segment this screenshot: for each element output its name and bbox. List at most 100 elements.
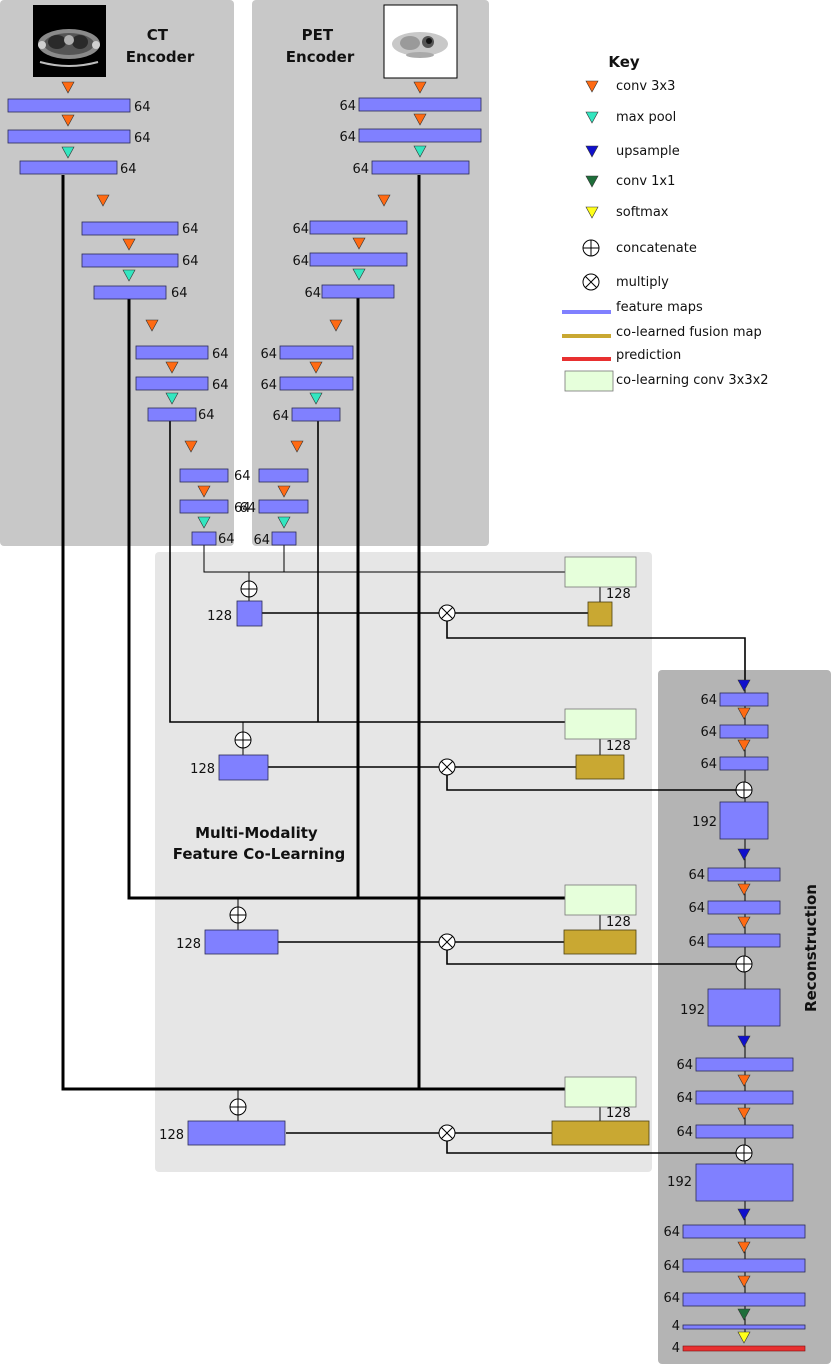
- ct-image: [33, 5, 106, 77]
- pet-pool-icon: [277, 516, 291, 529]
- decoder-channel-label-2: 64: [700, 757, 717, 772]
- decoder-conv-icon: [737, 916, 751, 929]
- key-colearn-box: [564, 370, 614, 392]
- decoder-conv-icon: [737, 1241, 751, 1254]
- reconstruction-title: Reconstruction: [802, 884, 820, 1012]
- pet-channel-label-0: 64: [339, 99, 356, 114]
- concatenate-icon: [229, 1098, 247, 1116]
- decoder-feature-map-2: [719, 756, 769, 771]
- pet-conv-icon: [277, 485, 291, 498]
- decoder-feature-map-12: [682, 1224, 806, 1239]
- ct-encoder-title: CT Encoder: [126, 26, 195, 66]
- pet-feature-map-9: [258, 468, 309, 483]
- pet-encoder-title: PET Encoder: [286, 26, 355, 66]
- fusion-channel-label-2: 128: [606, 915, 631, 930]
- colearning-title: Multi-Modality Feature Co-Learning: [173, 824, 346, 863]
- pet-feature-map-0: [358, 97, 482, 112]
- key-feature-line: [562, 310, 611, 314]
- fused-channel-label-2: 128: [176, 937, 201, 952]
- pet-conv-icon: [413, 113, 427, 126]
- fused-channel-label-3: 128: [159, 1128, 184, 1143]
- key-label: multiply: [616, 275, 669, 290]
- pet-pool-icon: [309, 392, 323, 405]
- decoder-feature-map-10: [695, 1124, 794, 1139]
- decoder-conv-icon: [737, 1107, 751, 1120]
- ct-channel-label-5: 64: [171, 286, 188, 301]
- multiply-b: [585, 276, 597, 288]
- ct-feature-map-11: [191, 531, 217, 546]
- decoder-channel-label-9: 64: [676, 1091, 693, 1106]
- ct-encoder-panel: [0, 0, 234, 546]
- key-label: prediction: [616, 348, 681, 363]
- concatenate-icon: [735, 955, 753, 973]
- key-green-triangle-icon: [585, 175, 599, 188]
- key-yellow-triangle-icon: [585, 206, 599, 219]
- key-label: conv 3x3: [616, 79, 675, 94]
- pet-feature-map-11: [271, 531, 297, 546]
- pet-channel-label-3: 64: [292, 222, 309, 237]
- fused-feature-map-3: [187, 1120, 286, 1146]
- colearning-title-line1: Multi-Modality: [195, 824, 318, 842]
- ct-encoder-title-line1: CT: [147, 26, 169, 44]
- decoder-channel-label-5: 64: [688, 901, 705, 916]
- fused-feature-map-2: [204, 929, 279, 955]
- decoder-feature-map-8: [695, 1057, 794, 1072]
- fusion-map-1: [575, 754, 625, 780]
- fusion-map-0: [587, 601, 613, 627]
- upsample-icon: [737, 1208, 751, 1221]
- ct-conv-icon: [145, 319, 159, 332]
- ct-conv-icon: [184, 440, 198, 453]
- decoder-conv-icon: [737, 1074, 751, 1087]
- ct-feature-map-3: [81, 221, 179, 236]
- ct-feature-map-0: [7, 98, 131, 113]
- fused-channel-label-1: 128: [190, 762, 215, 777]
- ct-pool-icon: [122, 269, 136, 282]
- pet-channel-label-7: 64: [260, 378, 277, 393]
- pet-conv-icon: [290, 440, 304, 453]
- ct-conv-icon: [96, 194, 110, 207]
- key-label: feature maps: [616, 300, 703, 315]
- pet-feature-map-4: [309, 252, 408, 267]
- decoder-channel-label-6: 64: [688, 935, 705, 950]
- key-title: Key: [608, 53, 640, 71]
- ct-conv-icon: [197, 485, 211, 498]
- multiply-b: [441, 1127, 453, 1139]
- ct-feature-map-8: [147, 407, 197, 422]
- blocks: [7, 97, 806, 1352]
- multiply-icon: [438, 1124, 456, 1142]
- multiply-b: [441, 936, 453, 948]
- pet-feature-map-7: [279, 376, 354, 391]
- output-line-0: [446, 613, 746, 686]
- pet-image: [383, 4, 458, 79]
- pet-feature-map-10: [258, 499, 309, 514]
- key-label: softmax: [616, 205, 669, 220]
- decoder-conv-icon: [737, 1275, 751, 1288]
- multiply-icon: [438, 604, 456, 622]
- decoder-channel-label-12: 64: [663, 1225, 680, 1240]
- decoder-feature-map-5: [707, 900, 781, 915]
- multiply-icon: [582, 273, 600, 291]
- key-label: co-learned fusion map: [616, 325, 762, 340]
- ct-feature-map-1: [7, 129, 131, 144]
- decoder-channel-label-14: 64: [663, 1291, 680, 1306]
- conv1x1-icon: [737, 1308, 751, 1321]
- key-fusion-line: [562, 334, 611, 338]
- fused-feature-map-0: [236, 600, 263, 627]
- pet-encoder-title-line2: Encoder: [286, 48, 355, 66]
- decoder-channel-label-1: 64: [700, 725, 717, 740]
- key-prediction-line: [562, 357, 611, 361]
- pet-channel-label-11: 64: [253, 533, 270, 548]
- pet-conv-icon: [309, 361, 323, 374]
- key-label: max pool: [616, 110, 676, 125]
- multiply-icon: [438, 758, 456, 776]
- fusion-channel-label-3: 128: [606, 1106, 631, 1121]
- multiply-b: [441, 761, 453, 773]
- ct-channel-label-0: 64: [134, 100, 151, 115]
- ct-feature-map-10: [179, 499, 229, 514]
- key-label: conv 1x1: [616, 174, 675, 189]
- ct-pool-icon: [197, 516, 211, 529]
- ct-conv-icon: [165, 361, 179, 374]
- decoder-feature-map-11: [695, 1163, 794, 1202]
